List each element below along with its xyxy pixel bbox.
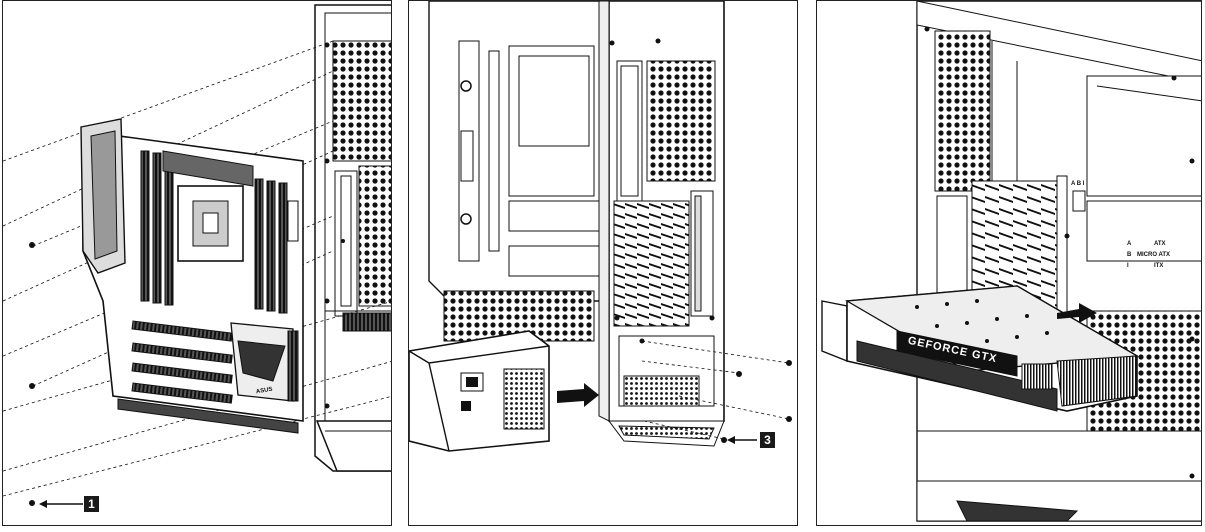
power-supply <box>409 330 599 452</box>
legend-key-a: A <box>1127 241 1132 247</box>
panel-psu-install: 3 <box>408 0 798 526</box>
step-number-badge: 3 <box>760 432 775 448</box>
panel-motherboard-install: ASUS 1 <box>2 0 392 526</box>
case-side-panel <box>314 4 391 472</box>
motherboard <box>80 118 304 434</box>
callout-arrow-1 <box>39 500 83 508</box>
step-number-badge: 1 <box>84 496 99 512</box>
legend-key-i: I <box>1127 263 1129 269</box>
screw-markers <box>721 360 792 443</box>
case-rear <box>598 1 725 447</box>
legend-value-a: ATX <box>1154 241 1166 247</box>
side-mark-label: A B I <box>1071 181 1085 187</box>
case-interior <box>428 1 610 342</box>
psu-illustration <box>409 1 792 452</box>
screw-markers <box>29 242 35 506</box>
legend-key-b: B <box>1127 252 1132 258</box>
graphics-card <box>821 285 1140 412</box>
case-interior <box>916 1 1201 522</box>
motherboard-illustration <box>3 4 391 506</box>
legend-value-i: ITX <box>1154 263 1164 269</box>
legend-value-b: MICRO ATX <box>1137 252 1170 258</box>
panel-gpu-install: GEFORCE GTX A ATX B MICRO ATX I ITX A B … <box>816 0 1202 526</box>
gpu-illustration <box>821 1 1201 522</box>
screw-guides <box>641 340 790 440</box>
